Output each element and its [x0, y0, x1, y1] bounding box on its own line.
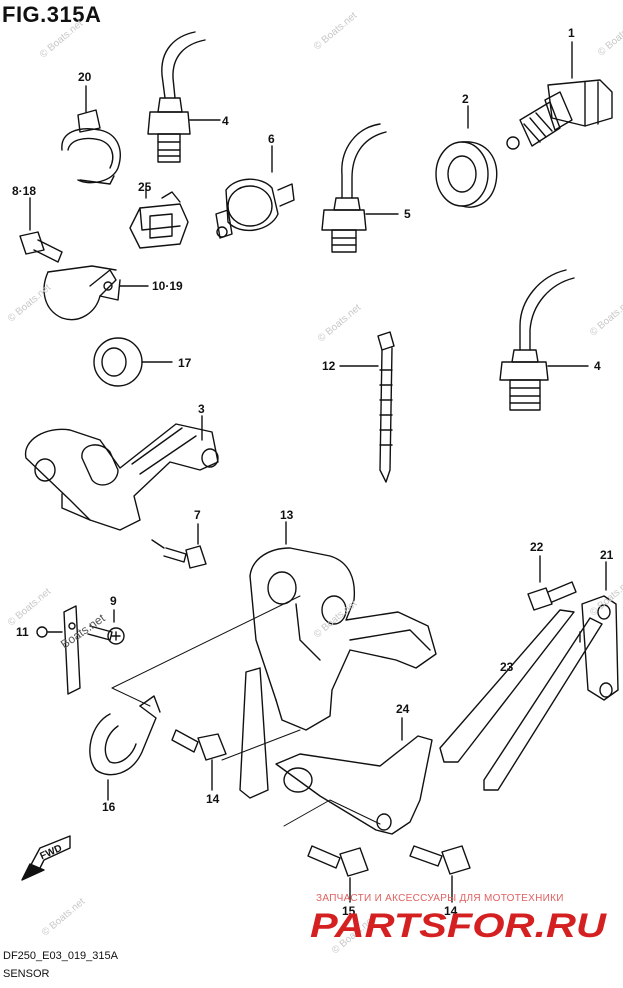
part-23-rod: [439, 609, 603, 791]
part-17-grommet: [93, 337, 173, 387]
callout-7: 7: [194, 508, 201, 522]
part-2-grommet: [435, 105, 498, 208]
part-16-clip: [89, 695, 161, 801]
callout-24: 24: [396, 702, 410, 716]
part-14-bolt-bottom: [409, 845, 471, 903]
callout-11: 11: [16, 625, 29, 639]
part-21-plate: [581, 561, 619, 701]
part-11-bracket: [36, 605, 81, 695]
callout-13: 13: [280, 508, 294, 522]
part-13-bracket: [239, 521, 437, 799]
callout-4-right: 4: [594, 359, 601, 373]
part-3-bracket: [24, 415, 219, 531]
part-4-sensor-top: [147, 31, 221, 163]
section-title: SENSOR: [3, 968, 50, 980]
callout-12: 12: [322, 359, 336, 373]
drawing-code: DF250_E03_019_315A: [3, 950, 118, 962]
callout-10-19: 10·19: [152, 279, 183, 293]
callout-16: 16: [102, 800, 116, 814]
part-24-bracket: [275, 717, 433, 835]
callout-21: 21: [600, 548, 614, 562]
part-7-bolt: [151, 523, 207, 569]
callout-14-middle: 14: [206, 792, 220, 806]
part-12-cable-tie: [339, 331, 395, 483]
callout-15: 15: [342, 904, 356, 918]
part-22-bolt: [527, 555, 577, 611]
part-8-18-bolt: [19, 197, 63, 263]
callout-4-top: 4: [222, 114, 229, 128]
callout-23: 23: [500, 660, 514, 674]
partsfor-logo: PARTSFOR.RU: [310, 907, 608, 945]
part-25-connector: [129, 187, 189, 249]
part-6-sensor: [215, 145, 295, 239]
callout-6: 6: [268, 132, 275, 146]
part-14-bolt-middle: [171, 729, 227, 791]
logo-brand-text: PARTSFOR.RU: [310, 907, 608, 945]
callout-20: 20: [78, 70, 92, 84]
logo-tagline: ЗАПЧАСТИ И АКСЕССУАРЫ ДЛЯ МОТОТЕХНИКИ: [316, 893, 564, 904]
fwd-arrow-icon: [21, 835, 71, 881]
part-1-sensor: [506, 41, 613, 150]
callout-1: 1: [568, 26, 575, 40]
leader-lines: [111, 595, 381, 827]
figure-title: FIG.315A: [2, 2, 102, 27]
callout-3: 3: [198, 402, 205, 416]
callout-17: 17: [178, 356, 192, 370]
part-10-19-clamp: [43, 265, 149, 321]
part-20-clip: [61, 85, 121, 185]
callout-25: 25: [138, 180, 152, 194]
callout-9: 9: [110, 594, 117, 608]
part-15-bolt: [307, 845, 369, 903]
callout-5: 5: [404, 207, 411, 221]
callout-14-bottom: 14: [444, 904, 458, 918]
callout-8-18: 8·18: [12, 184, 37, 198]
part-4-sensor-right: [499, 269, 589, 411]
part-5-sensor: [321, 123, 399, 253]
callout-22: 22: [530, 540, 544, 554]
callout-2: 2: [462, 92, 469, 106]
part-9-screw: [87, 609, 125, 645]
